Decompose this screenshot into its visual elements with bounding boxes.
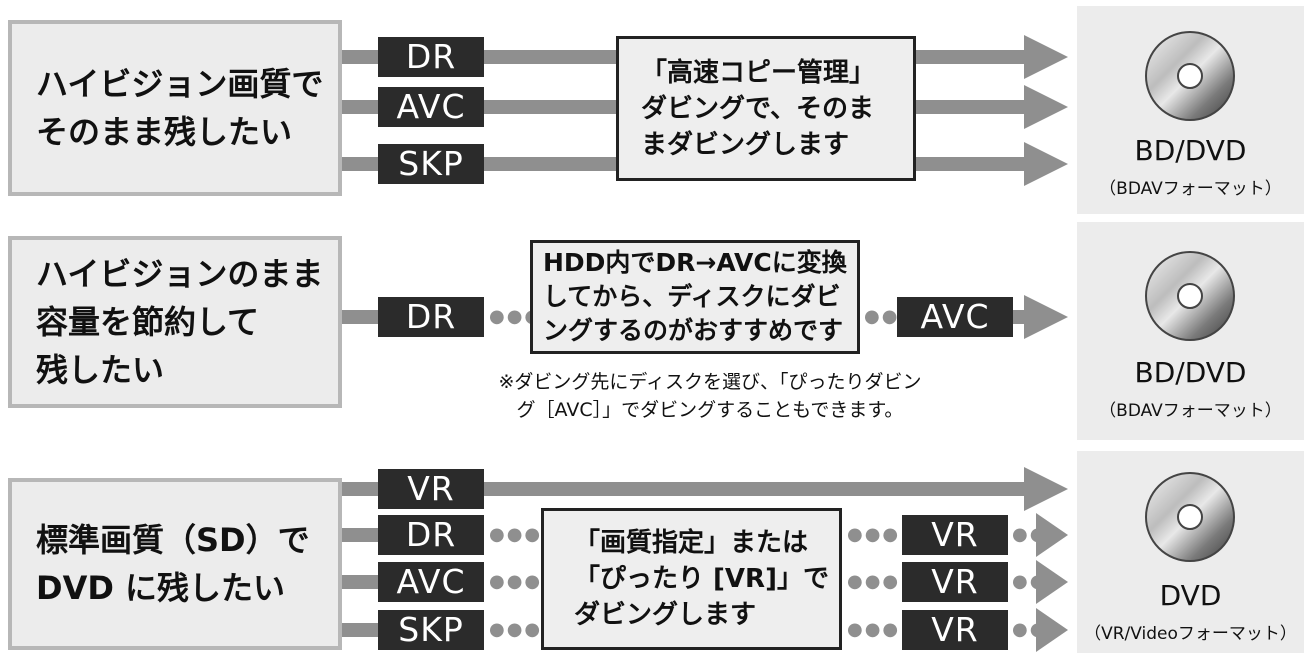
destination-title: DVD [1159, 579, 1222, 612]
destination-format: （VR/Videoフォーマット） [1084, 624, 1297, 644]
dotted-connector: ●●● [489, 306, 543, 327]
footnote: ※ダビング先にディスクを選び、「ぴったりダビン グ［AVC］」でダビングすること… [460, 368, 960, 424]
flow-line [342, 623, 382, 637]
note-line: まダビングします [641, 129, 850, 160]
mode-tag-avc: AVC [897, 297, 1013, 337]
goal-line: 標準画質（SD）で [36, 521, 310, 559]
goal-line: そのまま残したい [36, 113, 293, 151]
destination-dvd: DVD （VR/Videoフォーマット） [1077, 451, 1304, 653]
flow-line [342, 575, 382, 589]
dotted-connector: ●● [864, 306, 900, 327]
note-quality-setting: 「画質指定」または 「ぴったり [VR]」で ダビングします [541, 508, 842, 650]
note-line: 「高速コピー管理」 [641, 57, 876, 88]
arrow-head [1036, 560, 1068, 604]
note-line: ングするのがおすすめです [543, 316, 844, 345]
disc-icon [1145, 472, 1235, 562]
flow-line [342, 482, 1024, 496]
note-line: してから、ディスクにダビ [543, 282, 841, 311]
destination-bd-dvd: BD/DVD （BDAVフォーマット） [1077, 222, 1304, 440]
note-convert-avc: HDD内でDR→AVCに変換 してから、ディスクにダビ ングするのがおすすめです [530, 240, 860, 354]
mode-tag-dr: DR [378, 37, 484, 77]
mode-tag-skp: SKP [378, 144, 484, 184]
goal-line: ハイビジョン画質で [36, 65, 324, 103]
destination-bd-dvd: BD/DVD （BDAVフォーマット） [1077, 6, 1304, 214]
goal-line: ハイビジョンのまま [36, 255, 324, 293]
mode-tag-skp: SKP [378, 610, 484, 650]
mode-tag-vr-out: VR [902, 610, 1008, 650]
mode-tag-vr-out: VR [902, 515, 1008, 555]
flow-line [1013, 310, 1024, 324]
mode-tag-vr-out: VR [902, 562, 1008, 602]
footnote-line: ※ダビング先にディスクを選び、「ぴったりダビン [498, 371, 922, 393]
destination-title: BD/DVD [1134, 134, 1247, 167]
goal-line: 残したい [36, 351, 165, 389]
note-line: 「画質指定」または [574, 528, 809, 558]
dotted-connector: ●●● [489, 571, 543, 592]
goal-line: 容量を節約して [36, 303, 260, 341]
note-line: ダビングで、そのま [641, 93, 874, 124]
arrow-head [1024, 142, 1068, 186]
arrow-head [1024, 467, 1068, 511]
destination-title: BD/DVD [1134, 356, 1247, 389]
arrow-head [1024, 85, 1068, 129]
disc-icon [1145, 31, 1235, 121]
mode-tag-avc: AVC [378, 562, 484, 602]
goal-box-sd-dvd: 標準画質（SD）で DVD に残したい [8, 478, 342, 650]
mode-tag-avc: AVC [378, 87, 484, 127]
footnote-line: グ［AVC］」でダビングすることもできます。 [516, 399, 904, 421]
dotted-connector: ●●● [847, 619, 901, 640]
goal-box-hd-as-is: ハイビジョン画質で そのまま残したい [8, 20, 342, 196]
flow-line [342, 310, 388, 324]
arrow-head [1024, 35, 1068, 79]
dotted-connector: ●●● [847, 571, 901, 592]
flow-line [342, 528, 382, 542]
goal-line: DVD に残したい [36, 569, 286, 607]
disc-icon [1145, 251, 1235, 341]
dotted-connector: ●●● [489, 524, 543, 545]
arrow-head [1036, 513, 1068, 557]
note-high-speed-copy: 「高速コピー管理」 ダビングで、そのま まダビングします [616, 36, 916, 181]
note-line: ダビングします [574, 600, 757, 630]
dotted-connector: ●●● [847, 524, 901, 545]
goal-box-hd-save-space: ハイビジョンのまま 容量を節約して 残したい [8, 236, 342, 408]
destination-format: （BDAVフォーマット） [1099, 179, 1282, 199]
note-line: 「ぴったり [VR]」で [574, 564, 829, 594]
arrow-head [1024, 295, 1068, 339]
mode-tag-dr: DR [378, 515, 484, 555]
arrow-head [1036, 608, 1068, 652]
destination-format: （BDAVフォーマット） [1099, 401, 1282, 421]
mode-tag-dr: DR [378, 297, 484, 337]
mode-tag-vr: VR [378, 469, 484, 509]
note-line: HDD内でDR→AVCに変換 [543, 248, 847, 277]
dotted-connector: ●●● [489, 619, 543, 640]
